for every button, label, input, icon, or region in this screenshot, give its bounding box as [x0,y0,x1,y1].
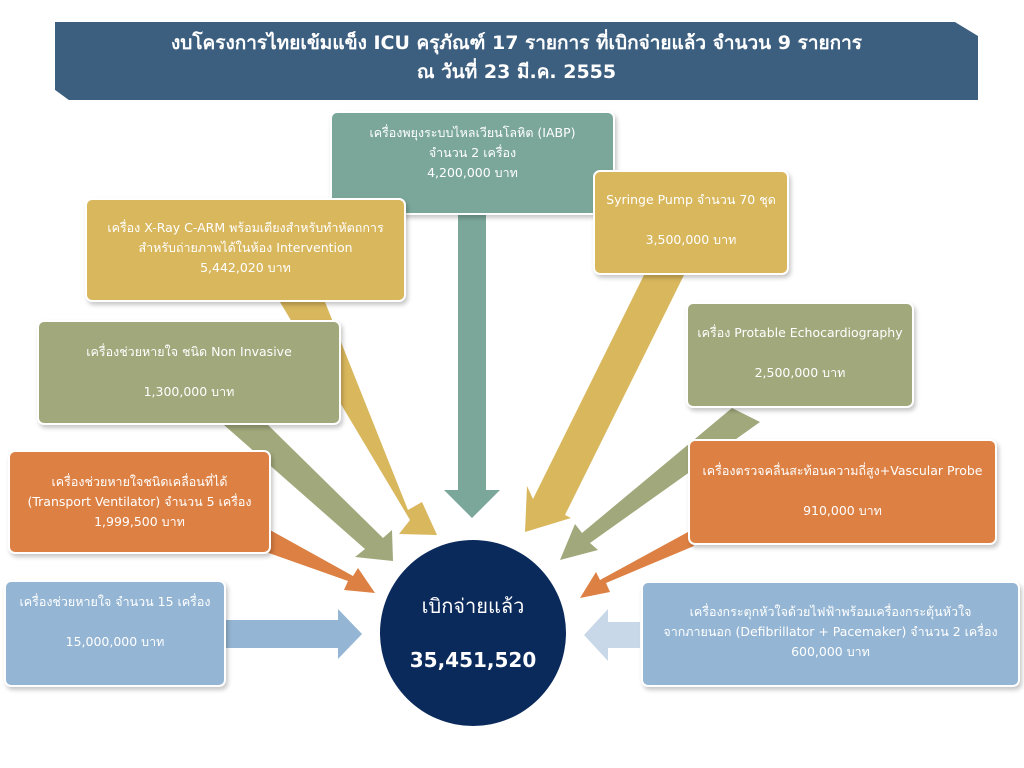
item-name-cont: จากภายนอก (Defibrillator + Pacemaker) จำ… [663,624,998,639]
item-box-non-invasive: เครื่องช่วยหายใจ ชนิด Non Invasive 1,300… [37,320,341,425]
item-box-vascular-probe: เครื่องตรวจคลื่นสะท้อนความถี่สูง+Vascula… [688,439,997,545]
total-value: 35,451,520 [409,648,537,672]
item-amount: 2,500,000 บาท [754,365,846,380]
item-amount: 5,442,020 บาท [200,260,291,275]
item-amount: 15,000,000 บาท [65,634,165,649]
arrow-transport-ventilator [266,530,375,593]
item-name: Syringe Pump จำนวน 70 ชุด [606,192,776,207]
item-amount: 910,000 บาท [803,503,882,518]
item-name: เครื่องกระตุกหัวใจด้วยไฟฟ้าพร้อมเครื่องก… [689,604,972,619]
item-box-syringe-pump: Syringe Pump จำนวน 70 ชุด 3,500,000 บาท [593,170,789,275]
arrow-syringe-pump [525,275,684,532]
item-name-cont: (Transport Ventilator) จำนวน 5 เครื่อง [27,494,252,509]
item-amount: 1,999,500 บาท [94,514,185,529]
item-amount: 3,500,000 บาท [645,232,737,247]
item-amount: 1,300,000 บาท [143,384,235,399]
item-name: เครื่องช่วยหายใจ ชนิด Non Invasive [86,344,292,359]
item-quantity: จำนวน 2 เครื่อง [428,145,517,160]
item-box-ventilator: เครื่องช่วยหายใจ จำนวน 15 เครื่อง 15,000… [4,580,226,687]
item-amount: 600,000 บาท [791,644,870,659]
item-name: เครื่องช่วยหายใจ จำนวน 15 เครื่อง [19,594,211,609]
arrow-vascular [580,532,694,598]
item-box-iabp: เครื่องพยุงระบบไหลเวียนโลหิต (IABP) จำนว… [330,111,615,215]
item-name-cont: สำหรับถ่ายภาพได้ในห้อง Intervention [138,240,353,255]
item-name: เครื่องช่วยหายใจชนิดเคลื่อนที่ได้ [51,474,228,489]
arrow-iabp [444,215,500,518]
item-name: เครื่องพยุงระบบไหลเวียนโลหิต (IABP) [369,125,576,140]
item-box-defibrillator: เครื่องกระตุกหัวใจด้วยไฟฟ้าพร้อมเครื่องก… [641,581,1020,687]
item-amount: 4,200,000 บาท [427,165,518,180]
item-name: เครื่อง Protable Echocardiography [697,325,903,340]
item-name: เครื่องตรวจคลื่นสะท้อนความถี่สูง+Vascula… [702,463,983,478]
item-box-xray-carm: เครื่อง X-Ray C-ARM พร้อมเตียงสำหรับทำหั… [85,198,406,302]
title-banner: งบโครงการไทยเข้มแข็ง ICU ครุภัณฑ์ 17 ราย… [55,22,978,100]
title-line-1: งบโครงการไทยเข้มแข็ง ICU ครุภัณฑ์ 17 ราย… [171,32,862,54]
title-line-2: ณ วันที่ 23 มี.ค. 2555 [416,61,617,83]
arrow-defibrillator [584,609,640,661]
total-label: เบิกจ่ายแล้ว [421,594,525,618]
arrow-ventilator [226,609,362,659]
item-box-echocardiography: เครื่อง Protable Echocardiography 2,500,… [686,302,914,408]
item-box-transport-ventilator: เครื่องช่วยหายใจชนิดเคลื่อนที่ได้ (Trans… [8,450,271,554]
total-disbursed-circle: เบิกจ่ายแล้ว 35,451,520 [380,540,566,726]
item-name: เครื่อง X-Ray C-ARM พร้อมเตียงสำหรับทำหั… [107,220,384,235]
